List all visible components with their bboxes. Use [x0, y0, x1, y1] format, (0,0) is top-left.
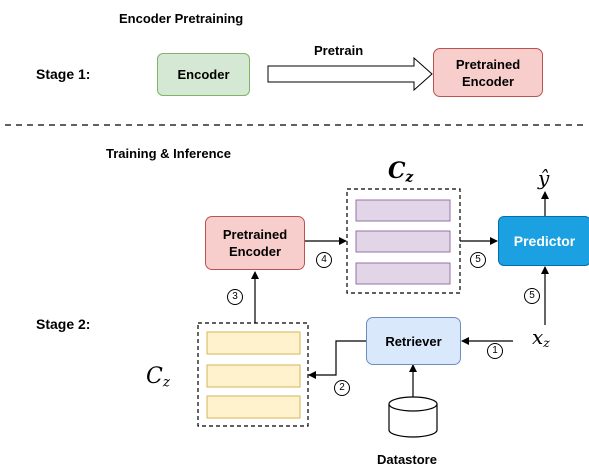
cz-top-slot-2 [355, 230, 451, 253]
step-5a-badge: 5 [470, 252, 486, 268]
cz-bottom-slot-2 [206, 364, 301, 388]
step-2-badge: 2 [334, 380, 350, 396]
encoder-box: Encoder [157, 53, 250, 96]
stage1-pretrained-encoder-label: Pretrained Encoder [455, 56, 521, 89]
stage1-label: Stage 1: [36, 66, 91, 82]
pretrain-arrow [267, 56, 433, 92]
pretrain-label: Pretrain [314, 43, 364, 58]
datastore-cylinder [388, 396, 438, 438]
stage2-label: Stage 2: [36, 316, 91, 332]
cz-top-slot-3 [355, 262, 451, 285]
step-5b-badge: 5 [524, 288, 540, 304]
stage2-pretrained-encoder-box: Pretrained Encoder [205, 216, 305, 270]
step-4-badge: 4 [316, 252, 332, 268]
cz-top-slot-1 [355, 199, 451, 222]
step-3-badge: 3 [227, 289, 243, 305]
stage1-heading: Encoder Pretraining [119, 11, 244, 26]
retriever-box: Retriever [366, 317, 461, 365]
predictor-box: Predictor [498, 216, 589, 266]
predictor-label: Predictor [513, 232, 576, 249]
arrow-retriever-to-cz [308, 340, 366, 379]
stage2-heading: Training & Inference [106, 146, 231, 161]
step-1-badge: 1 [487, 343, 503, 359]
cz-bottom-slot-3 [206, 395, 301, 419]
retriever-label: Retriever [385, 333, 442, 349]
cz-bottom-slot-1 [206, 331, 301, 355]
yhat-symbol: ŷ [538, 166, 550, 190]
cz-top-symbol: Cz [388, 158, 414, 186]
datastore-label: Datastore [377, 452, 437, 467]
stage1-pretrained-encoder-box: Pretrained Encoder [433, 48, 543, 97]
encoder-label: Encoder [177, 67, 230, 82]
xz-symbol: xz [532, 325, 550, 351]
stage2-pretrained-encoder-label: Pretrained Encoder [222, 227, 288, 259]
cz-bottom-symbol: Cz [146, 364, 171, 391]
